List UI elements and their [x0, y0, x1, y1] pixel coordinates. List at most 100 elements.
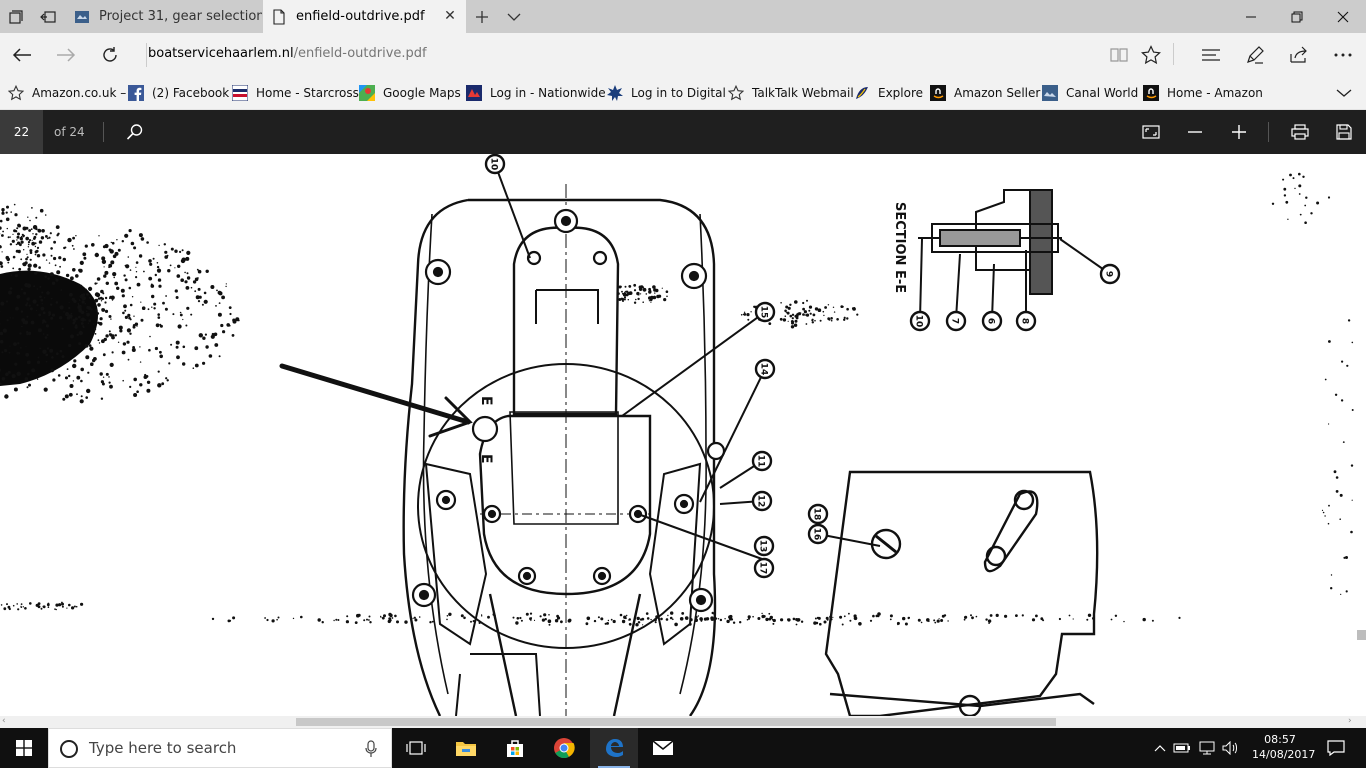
explore-icon: [854, 85, 870, 101]
favorite-label: Explore: [878, 86, 924, 100]
forum-favicon-icon: [75, 10, 89, 23]
navigation-bar: boatservicehaarlem.nl/enfield-outdrive.p…: [0, 33, 1366, 76]
fit-page-button[interactable]: [1135, 116, 1167, 148]
network-button[interactable]: [1195, 728, 1219, 768]
favorite-amazon-uk[interactable]: Amazon.co.uk –: [8, 84, 126, 102]
hub-icon: [1202, 49, 1220, 61]
favorite-canal-world[interactable]: Canal World: [1042, 84, 1138, 102]
tab-preview-button[interactable]: [498, 0, 530, 33]
horizontal-scrollbar[interactable]: ‹ ›: [0, 716, 1366, 728]
forward-button[interactable]: [50, 39, 82, 71]
favorite-home-amazon[interactable]: Home - Amazon: [1143, 84, 1263, 102]
pdf-search-button[interactable]: [119, 116, 151, 148]
close-window-button[interactable]: [1320, 0, 1366, 33]
callout-11: 7: [945, 310, 967, 332]
restore-button[interactable]: [1274, 0, 1320, 33]
task-view-button[interactable]: [392, 728, 440, 768]
callout-5: 12: [751, 490, 773, 512]
e-marker-bottom: E: [478, 454, 494, 464]
new-tab-button[interactable]: [466, 0, 498, 33]
search-icon: [126, 124, 143, 140]
print-button[interactable]: [1284, 116, 1316, 148]
callout-9: 8: [1015, 310, 1037, 332]
scroll-right-icon[interactable]: ›: [1348, 716, 1352, 726]
page-number-input[interactable]: 22: [0, 110, 43, 154]
favorite-label: Home - Amazon: [1167, 86, 1263, 100]
start-button[interactable]: [0, 728, 48, 768]
favorite-amazon-seller[interactable]: Amazon Seller: [930, 84, 1040, 102]
hub-button[interactable]: [1195, 39, 1227, 71]
store-button[interactable]: [491, 728, 539, 768]
favorite-label: Log in to Digital: [631, 86, 726, 100]
horizontal-scroll-thumb[interactable]: [296, 718, 1056, 726]
taskbar-search-box[interactable]: Type here to search: [48, 728, 392, 768]
mail-icon: [652, 740, 674, 755]
pdf-document-icon: [273, 8, 285, 25]
scroll-left-icon[interactable]: ‹: [2, 716, 6, 726]
minus-icon: [1188, 131, 1202, 133]
star-icon: [728, 85, 744, 101]
favorite-explore[interactable]: Explore: [854, 84, 923, 102]
favorite-facebook[interactable]: (2) Facebook: [128, 84, 229, 102]
show-hidden-icons-button[interactable]: [1148, 728, 1172, 768]
svg-text:6: 6: [986, 318, 996, 324]
amazon-icon: [930, 85, 946, 101]
add-favorite-button[interactable]: [1135, 39, 1167, 71]
action-center-button[interactable]: [1322, 728, 1350, 768]
svg-text:14: 14: [759, 363, 769, 376]
favorite-label: Google Maps: [383, 86, 461, 100]
tab-label: Project 31, gear selection pr: [99, 9, 262, 24]
favorite-label: Home - Starcross: [256, 86, 359, 100]
favorite-google-maps[interactable]: Google Maps: [359, 84, 461, 102]
tab-enfield-outdrive[interactable]: enfield-outdrive.pdf ✕: [263, 0, 466, 33]
set-tabs-aside-button[interactable]: [32, 0, 64, 33]
store-icon: [507, 740, 523, 757]
zoom-out-button[interactable]: [1179, 116, 1211, 148]
web-note-button[interactable]: [1239, 39, 1271, 71]
back-button[interactable]: [6, 39, 38, 71]
refresh-button[interactable]: [94, 39, 126, 71]
close-tab-icon[interactable]: ✕: [444, 8, 456, 24]
minimize-button[interactable]: [1228, 0, 1274, 33]
svg-text:16: 16: [812, 528, 822, 541]
favorite-label: TalkTalk Webmail: [752, 86, 854, 100]
callout-2: 15: [754, 301, 776, 323]
favorites-overflow-button[interactable]: [1328, 77, 1360, 109]
more-button[interactable]: [1327, 39, 1359, 71]
minimize-icon: [1246, 16, 1256, 17]
volume-button[interactable]: [1219, 728, 1243, 768]
url-domain: boatservicehaarlem.nl: [148, 46, 294, 61]
system-clock[interactable]: 08:57 14/08/2017: [1252, 732, 1315, 762]
chevron-down-icon: [507, 13, 521, 21]
mail-button[interactable]: [639, 728, 687, 768]
network-icon: [1199, 741, 1215, 755]
battery-button[interactable]: [1170, 728, 1194, 768]
favorite-talktalk[interactable]: TalkTalk Webmail: [728, 84, 854, 102]
arrow-left-icon: [12, 48, 31, 62]
file-explorer-button[interactable]: [442, 728, 490, 768]
close-icon: [1337, 11, 1349, 22]
share-button[interactable]: [1283, 39, 1315, 71]
toolbar-separator: [1173, 43, 1174, 65]
favorite-label: (2) Facebook: [152, 86, 230, 100]
favorite-digital[interactable]: Log in to Digital: [607, 84, 726, 102]
zoom-in-button[interactable]: [1223, 116, 1255, 148]
edge-button[interactable]: [590, 728, 638, 768]
save-button[interactable]: [1328, 116, 1360, 148]
microphone-icon[interactable]: [365, 740, 377, 758]
reading-view-button[interactable]: [1103, 39, 1135, 71]
favorite-starcross[interactable]: Home - Starcross: [232, 84, 359, 102]
favorite-nationwide[interactable]: Log in - Nationwide: [466, 84, 606, 102]
address-field[interactable]: boatservicehaarlem.nl/enfield-outdrive.p…: [148, 46, 427, 61]
chevron-up-icon: [1154, 745, 1166, 752]
nationwide-icon: [466, 85, 482, 101]
section-label: SECTION E-E: [892, 202, 907, 293]
scan-noise: [0, 172, 1354, 627]
tab-project-31[interactable]: Project 31, gear selection pr: [66, 0, 262, 33]
chrome-button[interactable]: [540, 728, 588, 768]
svg-text:8: 8: [1020, 318, 1030, 324]
tab-manager-button[interactable]: [0, 0, 32, 33]
vertical-scroll-thumb[interactable]: [1357, 630, 1366, 640]
